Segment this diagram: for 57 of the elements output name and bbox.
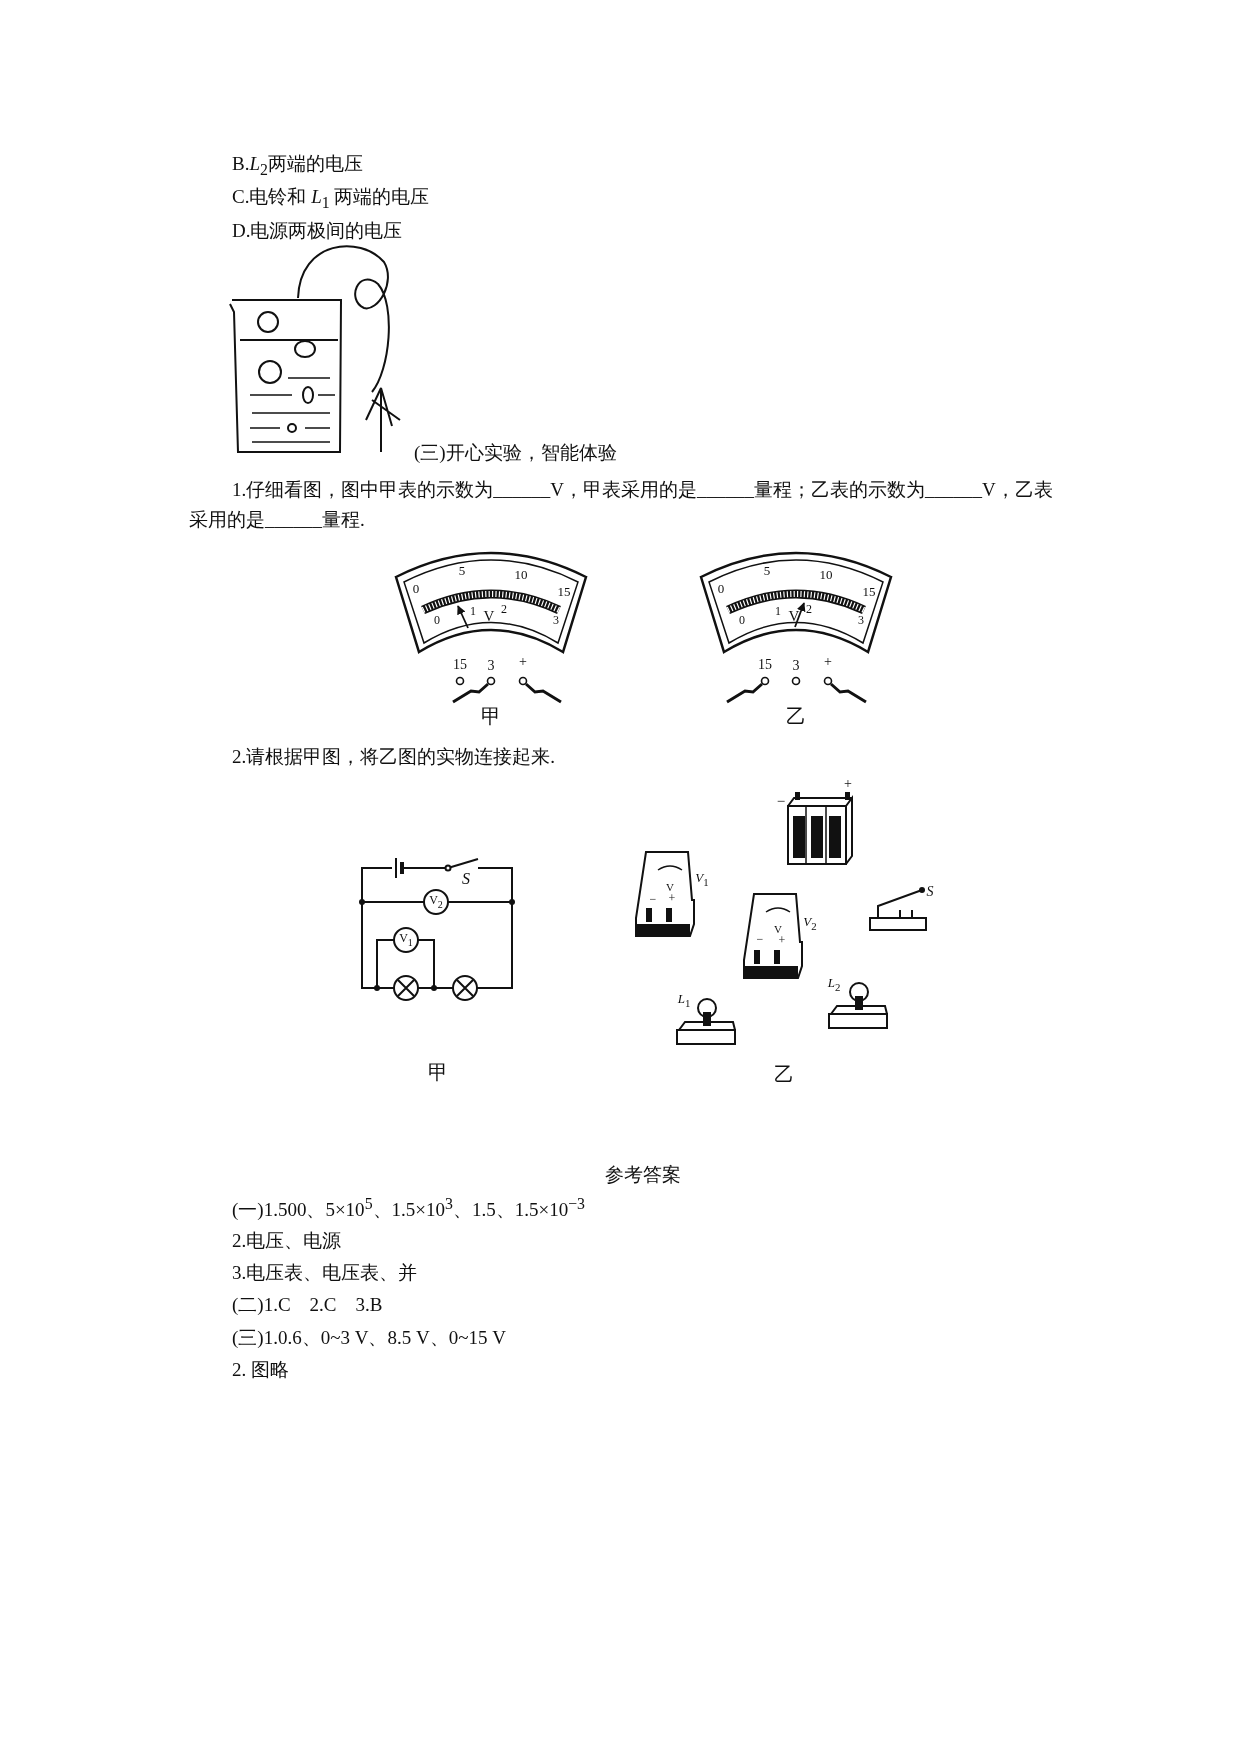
dial-number: 0 (739, 614, 745, 628)
terminal-label: 3 (487, 658, 495, 674)
question-text: 2.请根据甲图，将乙图的实物连接起来. (232, 746, 555, 768)
answer-text: (一)1.500、5×10$^{5}$、1.5×10$^{3}$、1.5、1.5×10$^{−3}$ (232, 1194, 585, 1222)
dial-number: 0 (434, 614, 440, 628)
component-label: V$_{2}$ (803, 915, 817, 933)
dial-number: 3 (858, 614, 864, 628)
terminal-label: − (649, 893, 657, 907)
figure-caption: 甲 (481, 705, 501, 727)
option-text: D.电源两极间的电压 (232, 220, 403, 242)
dial-unit: V (666, 880, 674, 894)
option-text: C.电铃和 L$_{1}$ 两端的电压 (232, 186, 430, 212)
meter-symbol-label: V$_{1}$ (399, 932, 413, 948)
dial-number: 10 (819, 567, 833, 583)
option-text: B.L$_{2}$两端的电压 (232, 153, 363, 179)
answer-text: (三)1.0.6、0~3 V、8.5 V、0~15 V (232, 1327, 506, 1349)
component-label: L$_{2}$ (827, 976, 841, 994)
question-text: 1.仔细看图，图中甲表的示数为______V，甲表采用的是______量程；乙表的示数为______V，乙表采用的是______量程. (189, 478, 1054, 532)
dial-number: 0 (412, 581, 420, 597)
answer-text: 3.电压表、电压表、并 (232, 1262, 418, 1284)
terminal-label: 3 (792, 658, 800, 674)
terminal-label: 15 (758, 657, 772, 673)
section-heading: (三)开心实验，智能体验 (414, 442, 617, 464)
dial-unit: V (774, 922, 782, 936)
component-label: S (926, 884, 934, 900)
figure-caption: 乙 (786, 705, 806, 727)
dial-number: 5 (763, 563, 771, 579)
dial-number: 15 (557, 584, 571, 600)
terminal-label: + (668, 892, 676, 906)
component-label: V$_{1}$ (695, 871, 709, 889)
answer-text: 2. 图略 (232, 1359, 289, 1381)
figure-caption: 甲 (428, 1061, 448, 1083)
meter-symbol-label: V$_{2}$ (429, 894, 443, 910)
dial-number: 1 (775, 605, 781, 619)
dial-number: 2 (501, 603, 507, 617)
dial-number: 3 (553, 614, 559, 628)
dial-number: 15 (862, 584, 876, 600)
dial-unit: V (788, 607, 800, 625)
terminal-label: + (824, 654, 832, 670)
component-label: L$_{1}$ (677, 992, 691, 1010)
answer-text: (二)1.C 2.C 3.B (232, 1294, 383, 1316)
terminal-label: + (844, 776, 852, 792)
dial-unit: V (483, 607, 495, 625)
answer-heading: 参考答案 (605, 1164, 681, 1186)
dial-number: 1 (470, 605, 476, 619)
terminal-label: − (776, 792, 786, 810)
component-label: S (462, 870, 470, 888)
dial-number: 0 (717, 581, 725, 597)
answer-text: 2.电压、电源 (232, 1230, 342, 1252)
terminal-label: + (519, 654, 527, 670)
dial-number: 10 (514, 567, 528, 583)
terminal-label: 15 (453, 657, 467, 673)
dial-number: 5 (458, 563, 466, 579)
terminal-label: + (778, 934, 786, 948)
dial-number: 2 (806, 603, 812, 617)
figure-caption: 乙 (774, 1063, 794, 1085)
terminal-label: − (756, 933, 764, 947)
